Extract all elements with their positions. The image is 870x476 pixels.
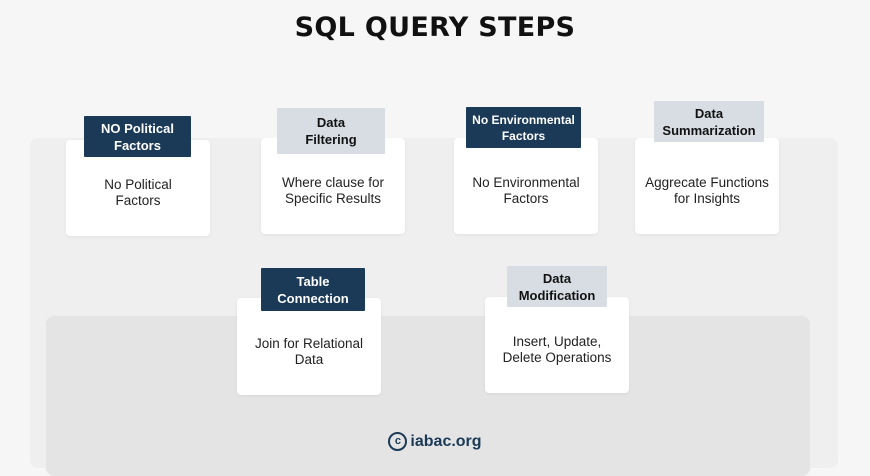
step-label-line: Data — [542, 270, 572, 286]
step-label-line: Factors — [501, 128, 546, 143]
step-desc-line: Insert, Update, — [512, 334, 602, 349]
step-label-line: NO Political — [101, 120, 174, 136]
step-desc-line: No Political — [104, 177, 172, 192]
step-desc-line: Specific Results — [284, 191, 382, 206]
step-label-line: Summarization — [662, 122, 756, 138]
footer-brand: c iabac.org — [0, 432, 870, 451]
step-label-line: Filtering — [305, 132, 357, 147]
background-panel-lower — [46, 316, 810, 476]
step-desc-line: Where clause for — [281, 175, 385, 190]
brand-text: iabac.org — [410, 432, 482, 450]
step-desc-line: Delete Operations — [502, 350, 612, 365]
step-label-line: Connection — [277, 290, 349, 306]
step-desc-line: Data — [294, 351, 324, 367]
step-label-line: Modification — [518, 287, 596, 303]
step-label-line: Data — [316, 115, 346, 130]
diagram-title: SQL QUERY STEPS — [294, 12, 576, 43]
copyright-icon: c — [388, 432, 408, 451]
step-desc-line: Factors — [503, 191, 549, 206]
step-desc-line: Aggrecate Functions — [645, 175, 769, 190]
step-desc-line: Join for Relational — [254, 335, 364, 351]
step-label-line: Data — [694, 105, 724, 121]
step-label-line: Factors — [114, 137, 161, 153]
step-label-line: Table — [296, 273, 330, 289]
step-desc-line: for Insights — [673, 191, 740, 206]
step-label-line: No Environmental — [472, 112, 575, 127]
step-desc-line: Factors — [115, 193, 161, 208]
step-desc-line: No Environmental — [472, 175, 580, 190]
step-card-modification: Insert, Update,Delete Operations — [485, 297, 629, 393]
